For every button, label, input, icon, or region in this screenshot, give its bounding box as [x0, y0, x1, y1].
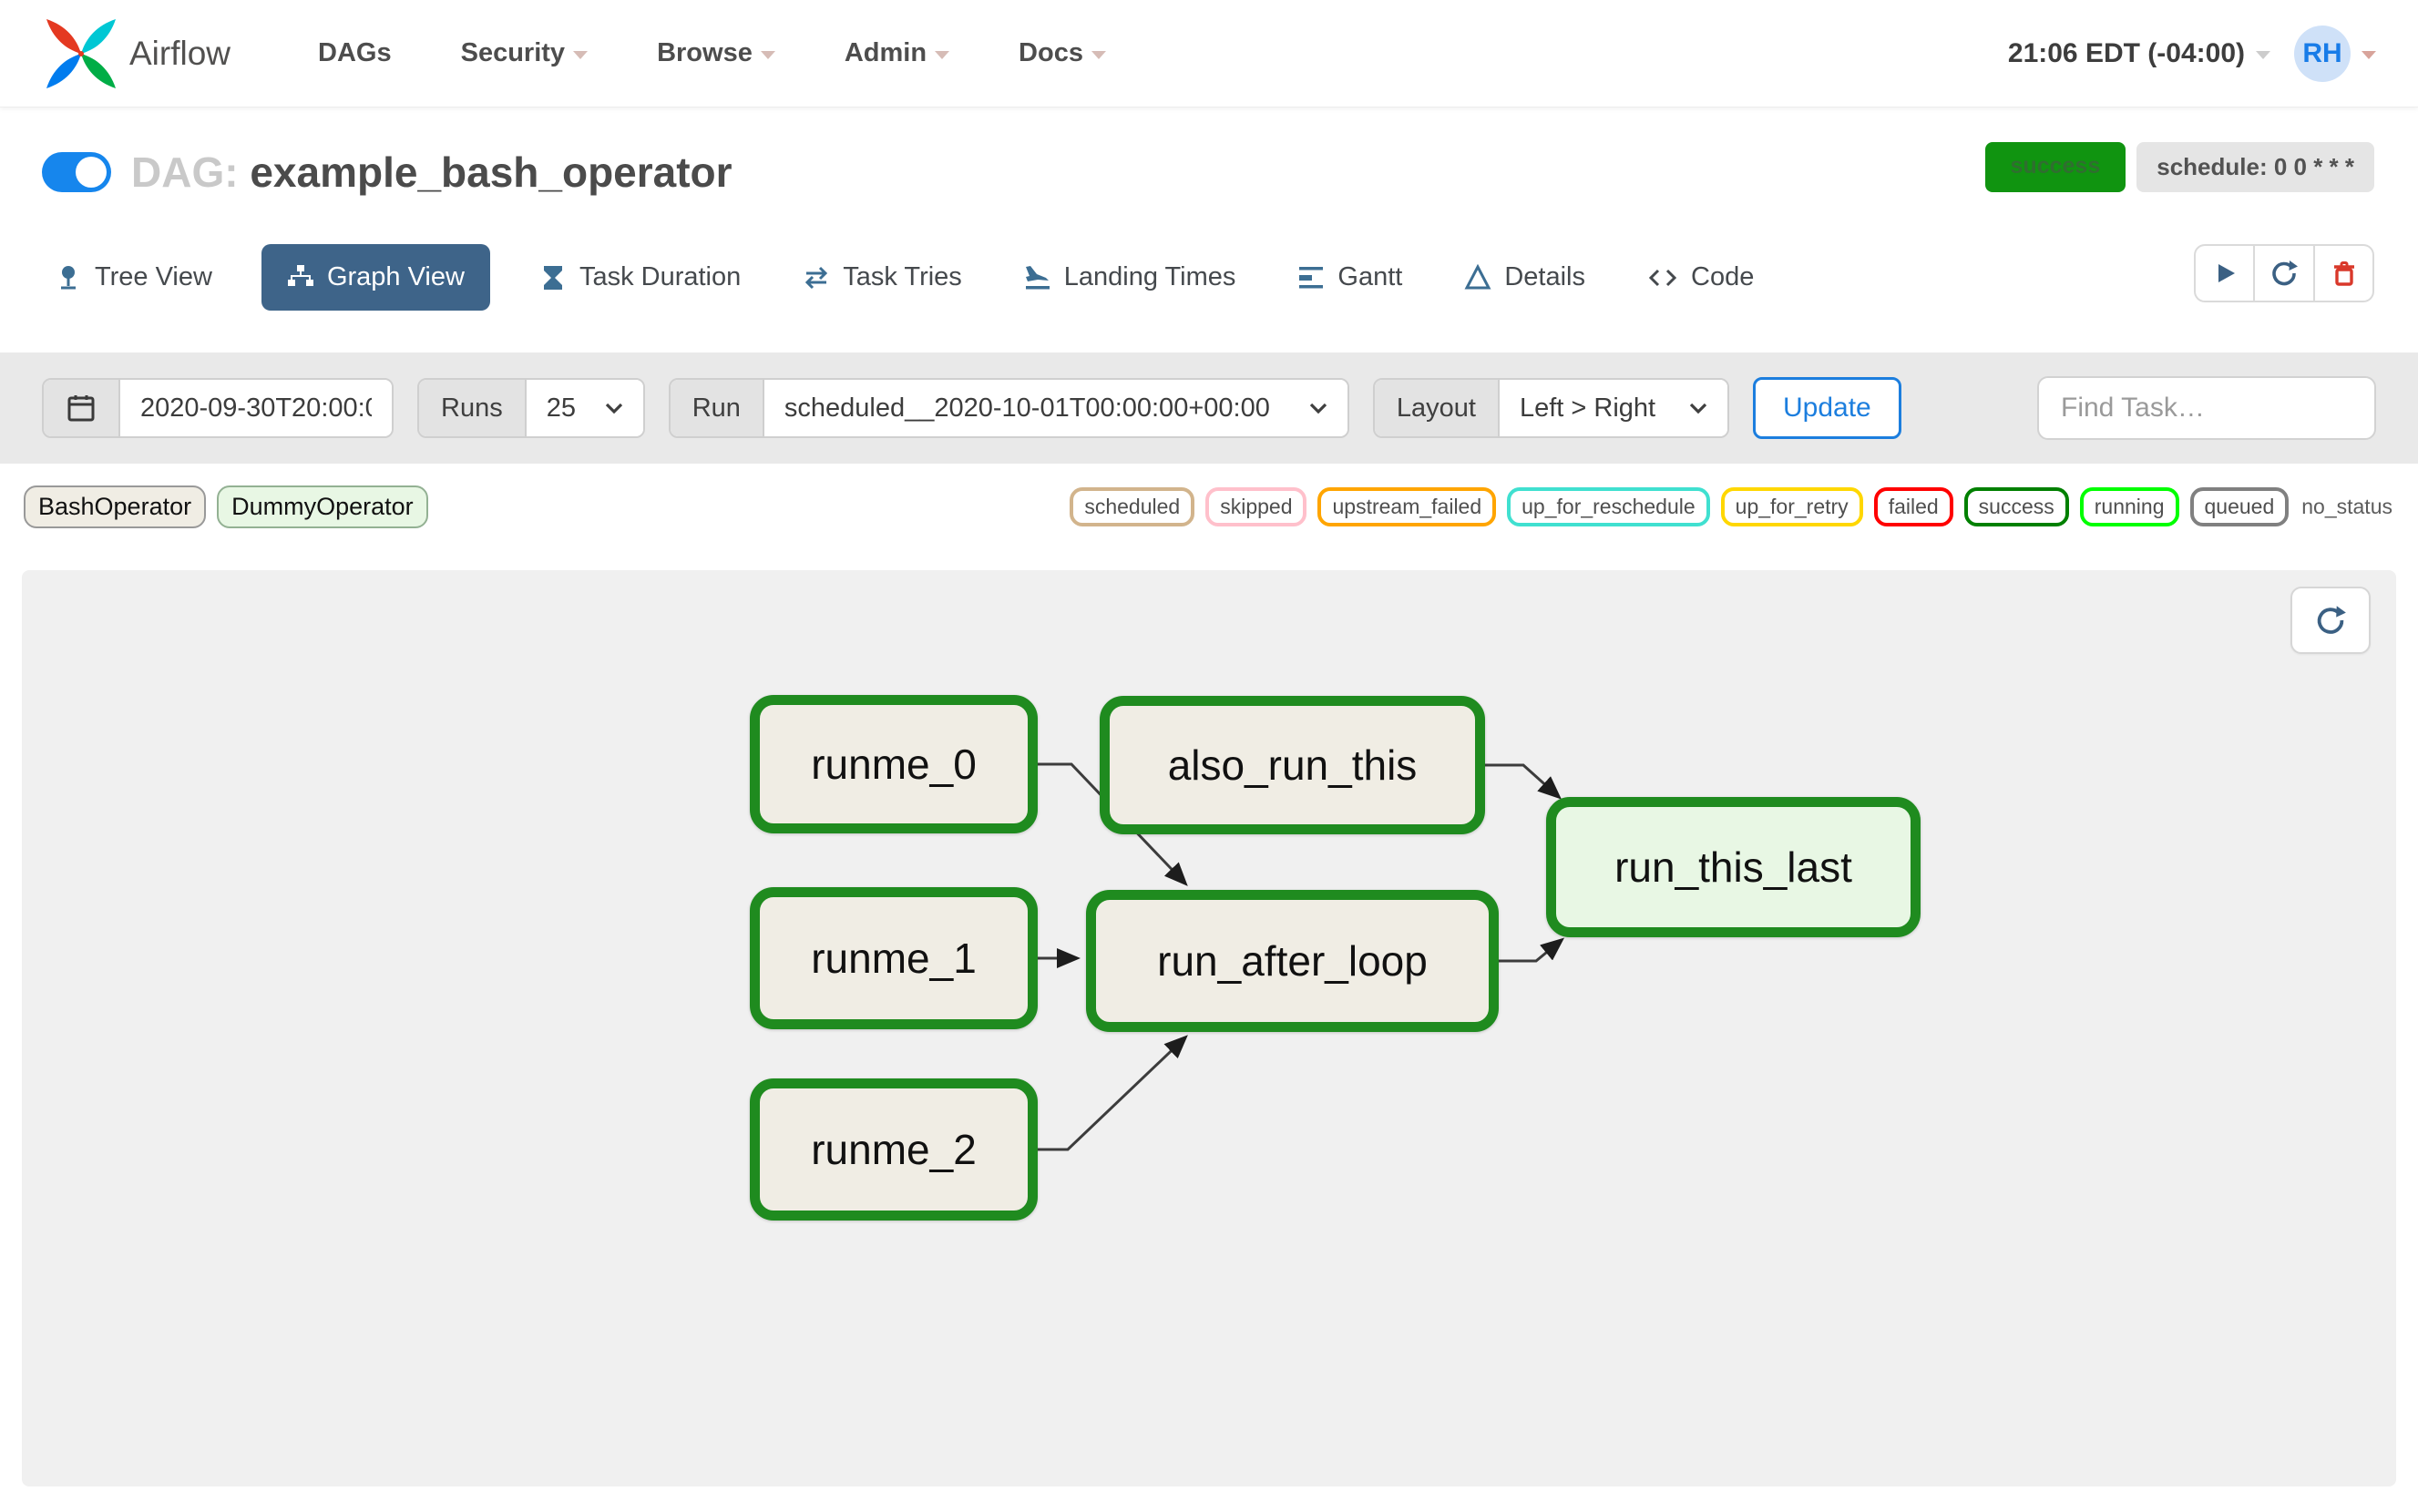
status-skipped[interactable]: skipped: [1205, 487, 1307, 526]
refresh-dag-button[interactable]: [2254, 244, 2314, 302]
chevron-down-icon: [2362, 51, 2376, 59]
status-running[interactable]: running: [2079, 487, 2179, 526]
airflow-home-link[interactable]: Airflow: [42, 15, 231, 93]
dag-action-buttons: [2194, 244, 2374, 302]
base-date-input[interactable]: [120, 380, 392, 436]
status-scheduled[interactable]: scheduled: [1070, 487, 1195, 526]
dag-run-group: Run scheduled__2020-10-01T00:00:00+00:00: [668, 378, 1349, 438]
dag-run-select[interactable]: scheduled__2020-10-01T00:00:00+00:00: [763, 380, 1347, 436]
legend-row: BashOperator DummyOperator scheduled ski…: [0, 464, 2418, 547]
tab-task-tries[interactable]: Task Tries: [790, 244, 975, 311]
status-upstream-failed[interactable]: upstream_failed: [1317, 487, 1497, 526]
trash-icon: [2333, 261, 2354, 286]
tab-graph-view[interactable]: Graph View: [261, 244, 490, 311]
base-date-group: [42, 378, 394, 438]
hourglass-icon: [543, 265, 562, 290]
find-task-input[interactable]: [2037, 376, 2376, 440]
navbar: Airflow DAGs Security Browse Admin Docs …: [0, 0, 2418, 107]
nav-browse[interactable]: Browse: [657, 38, 775, 68]
tab-tree-view[interactable]: Tree View: [42, 244, 225, 311]
page-title: DAG: example_bash_operator: [131, 148, 733, 196]
refresh-icon: [2317, 606, 2346, 634]
run-label: Run: [670, 380, 764, 436]
tab-gantt[interactable]: Gantt: [1285, 244, 1415, 311]
details-icon: [1464, 263, 1491, 289]
chevron-down-icon: [605, 403, 622, 414]
delete-dag-button[interactable]: [2314, 244, 2374, 302]
dag-status-badge: success: [1984, 142, 2126, 192]
repeat-icon: [805, 266, 828, 289]
calendar-icon[interactable]: [44, 380, 120, 436]
status-up-for-retry[interactable]: up_for_retry: [1720, 487, 1863, 526]
layout-label: Layout: [1374, 380, 1500, 436]
tree-view-icon: [61, 265, 76, 289]
dag-badges: success schedule: 0 0 * * *: [1984, 142, 2374, 192]
filter-bar: Runs 25 Run scheduled__2020-10-01T00:00:…: [0, 352, 2418, 464]
refresh-icon: [2272, 261, 2298, 286]
chevron-down-icon: [760, 51, 775, 59]
layout-group: Layout Left > Right: [1372, 378, 1729, 438]
dag-graph-canvas[interactable]: runme_0 also_run_this runme_1 run_after_…: [22, 570, 2396, 1486]
dag-pause-toggle[interactable]: [42, 152, 111, 192]
chevron-down-icon: [1091, 51, 1106, 59]
nav-admin[interactable]: Admin: [845, 38, 950, 68]
tab-task-duration[interactable]: Task Duration: [527, 244, 753, 311]
gantt-icon: [1299, 266, 1324, 288]
nav-dags[interactable]: DAGs: [318, 38, 392, 67]
status-failed[interactable]: failed: [1873, 487, 1953, 526]
task-node-runme-1[interactable]: runme_1: [750, 887, 1038, 1029]
num-runs-group: Runs 25: [417, 378, 645, 438]
clock-label: 21:06 EDT (-04:00): [2007, 37, 2245, 68]
chevron-down-icon: [1689, 403, 1707, 414]
update-button[interactable]: Update: [1752, 377, 1901, 439]
plane-landing-icon: [1025, 265, 1050, 289]
status-up-for-reschedule[interactable]: up_for_reschedule: [1507, 487, 1710, 526]
navbar-right: 21:06 EDT (-04:00) RH: [2008, 25, 2376, 82]
airflow-logo: [46, 18, 116, 88]
tab-landing-times[interactable]: Landing Times: [1011, 244, 1249, 311]
chevron-down-icon: [1309, 403, 1327, 414]
graph-refresh-button[interactable]: [2290, 587, 2371, 654]
legend-bash-operator: BashOperator: [24, 485, 207, 528]
task-node-also-run-this[interactable]: also_run_this: [1100, 696, 1485, 834]
tab-details[interactable]: Details: [1451, 244, 1598, 311]
task-node-run-this-last[interactable]: run_this_last: [1546, 797, 1921, 937]
task-node-runme-0[interactable]: runme_0: [750, 695, 1038, 833]
code-icon: [1648, 269, 1677, 286]
nav-docs[interactable]: Docs: [1019, 38, 1106, 68]
chevron-down-icon: [935, 51, 950, 59]
graph-view-icon: [287, 264, 313, 286]
avatar: RH: [2294, 25, 2351, 82]
runs-label: Runs: [419, 380, 527, 436]
legend-dummy-operator: DummyOperator: [217, 485, 428, 528]
nav-security[interactable]: Security: [461, 38, 589, 68]
toggle-knob: [76, 157, 107, 188]
status-no-status: no_status: [2300, 491, 2394, 523]
num-runs-select[interactable]: 25: [526, 380, 643, 436]
trigger-dag-button[interactable]: [2194, 244, 2254, 302]
timezone-dropdown[interactable]: 21:06 EDT (-04:00): [2008, 38, 2270, 69]
main-nav: DAGs Security Browse Admin Docs: [318, 38, 1106, 68]
play-icon: [2218, 264, 2235, 282]
view-tabs-row: Tree View Graph View Task Duration Task …: [0, 244, 2418, 311]
dag-header: success schedule: 0 0 * * * DAG: example…: [0, 107, 2418, 197]
status-legend: scheduled skipped upstream_failed up_for…: [1070, 487, 2394, 526]
chevron-down-icon: [573, 51, 589, 59]
user-menu[interactable]: RH: [2294, 25, 2376, 82]
tab-code[interactable]: Code: [1634, 244, 1767, 311]
dag-edges: [1038, 762, 1565, 1151]
status-success[interactable]: success: [1963, 487, 2069, 526]
chevron-down-icon: [2256, 51, 2270, 59]
brand-title: Airflow: [129, 34, 231, 72]
layout-select[interactable]: Left > Right: [1499, 380, 1727, 436]
task-node-run-after-loop[interactable]: run_after_loop: [1086, 890, 1499, 1032]
status-queued[interactable]: queued: [2189, 487, 2290, 526]
schedule-badge: schedule: 0 0 * * *: [2136, 142, 2374, 192]
task-node-runme-2[interactable]: runme_2: [750, 1078, 1038, 1221]
